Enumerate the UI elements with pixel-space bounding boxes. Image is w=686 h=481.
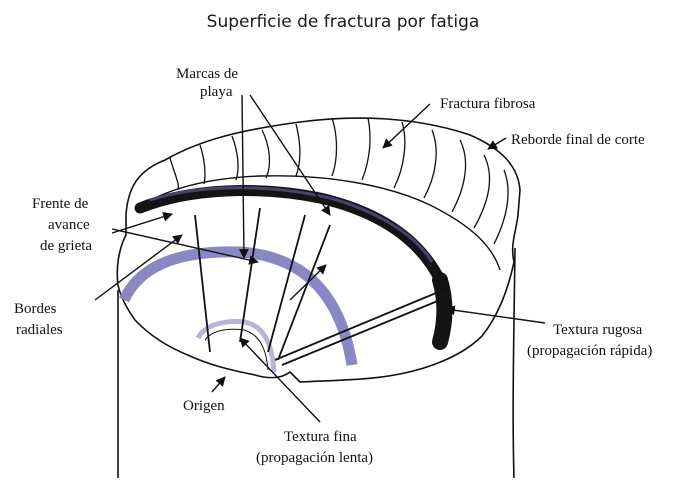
label-reborde-final: Reborde final de corte bbox=[511, 132, 645, 148]
label-textura-rugosa-2: (propagación rápida) bbox=[527, 343, 652, 359]
arrow-reborde-final bbox=[488, 138, 506, 149]
label-frente-avance-2: avance bbox=[48, 217, 90, 233]
label-bordes-radiales-2: radiales bbox=[16, 322, 63, 338]
label-origen: Origen bbox=[183, 398, 225, 414]
label-frente-avance-1: Frente de bbox=[32, 196, 89, 212]
shaft-right-side bbox=[513, 248, 515, 478]
label-bordes-radiales-1: Bordes bbox=[14, 301, 57, 317]
arrow-origen bbox=[212, 377, 225, 392]
label-textura-fina-2: (propagación lenta) bbox=[256, 450, 373, 466]
label-frente-avance-3: de grieta bbox=[40, 238, 92, 254]
label-textura-rugosa-1: Textura rugosa bbox=[553, 322, 643, 338]
diagram-title: Superficie de fractura por fatiga bbox=[207, 12, 480, 32]
label-textura-fina-1: Textura fina bbox=[284, 429, 357, 445]
label-marcas-playa-1: Marcas de bbox=[176, 66, 238, 82]
label-marcas-playa-2: playa bbox=[200, 84, 233, 100]
label-fractura-fibrosa: Fractura fibrosa bbox=[440, 96, 536, 112]
